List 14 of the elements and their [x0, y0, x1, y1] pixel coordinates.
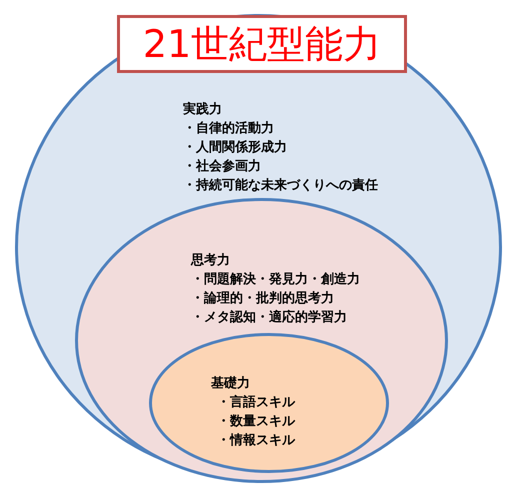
list-item: ・メタ認知・適応的学習力	[191, 308, 348, 327]
list-item: ・言語スキル	[216, 394, 295, 412]
title: 21世紀型能力	[117, 15, 407, 73]
list-item: ・情報スキル	[216, 432, 295, 450]
list-item: ・人間関係形成力	[183, 139, 288, 157]
heading: 基礎力	[211, 375, 251, 393]
list-item: ・持続可能な未来づくりへの責任	[183, 177, 378, 195]
heading: 実践力	[183, 100, 223, 119]
list-item: ・社会参画力	[183, 158, 262, 176]
list-item: ・数量スキル	[216, 413, 295, 431]
list-item: ・自律的活動力	[183, 120, 275, 138]
list-item: ・論理的・批判的思考力	[191, 290, 335, 308]
list-item: ・問題解決・発見力・創造力	[191, 271, 360, 289]
heading: 思考力	[191, 252, 231, 270]
